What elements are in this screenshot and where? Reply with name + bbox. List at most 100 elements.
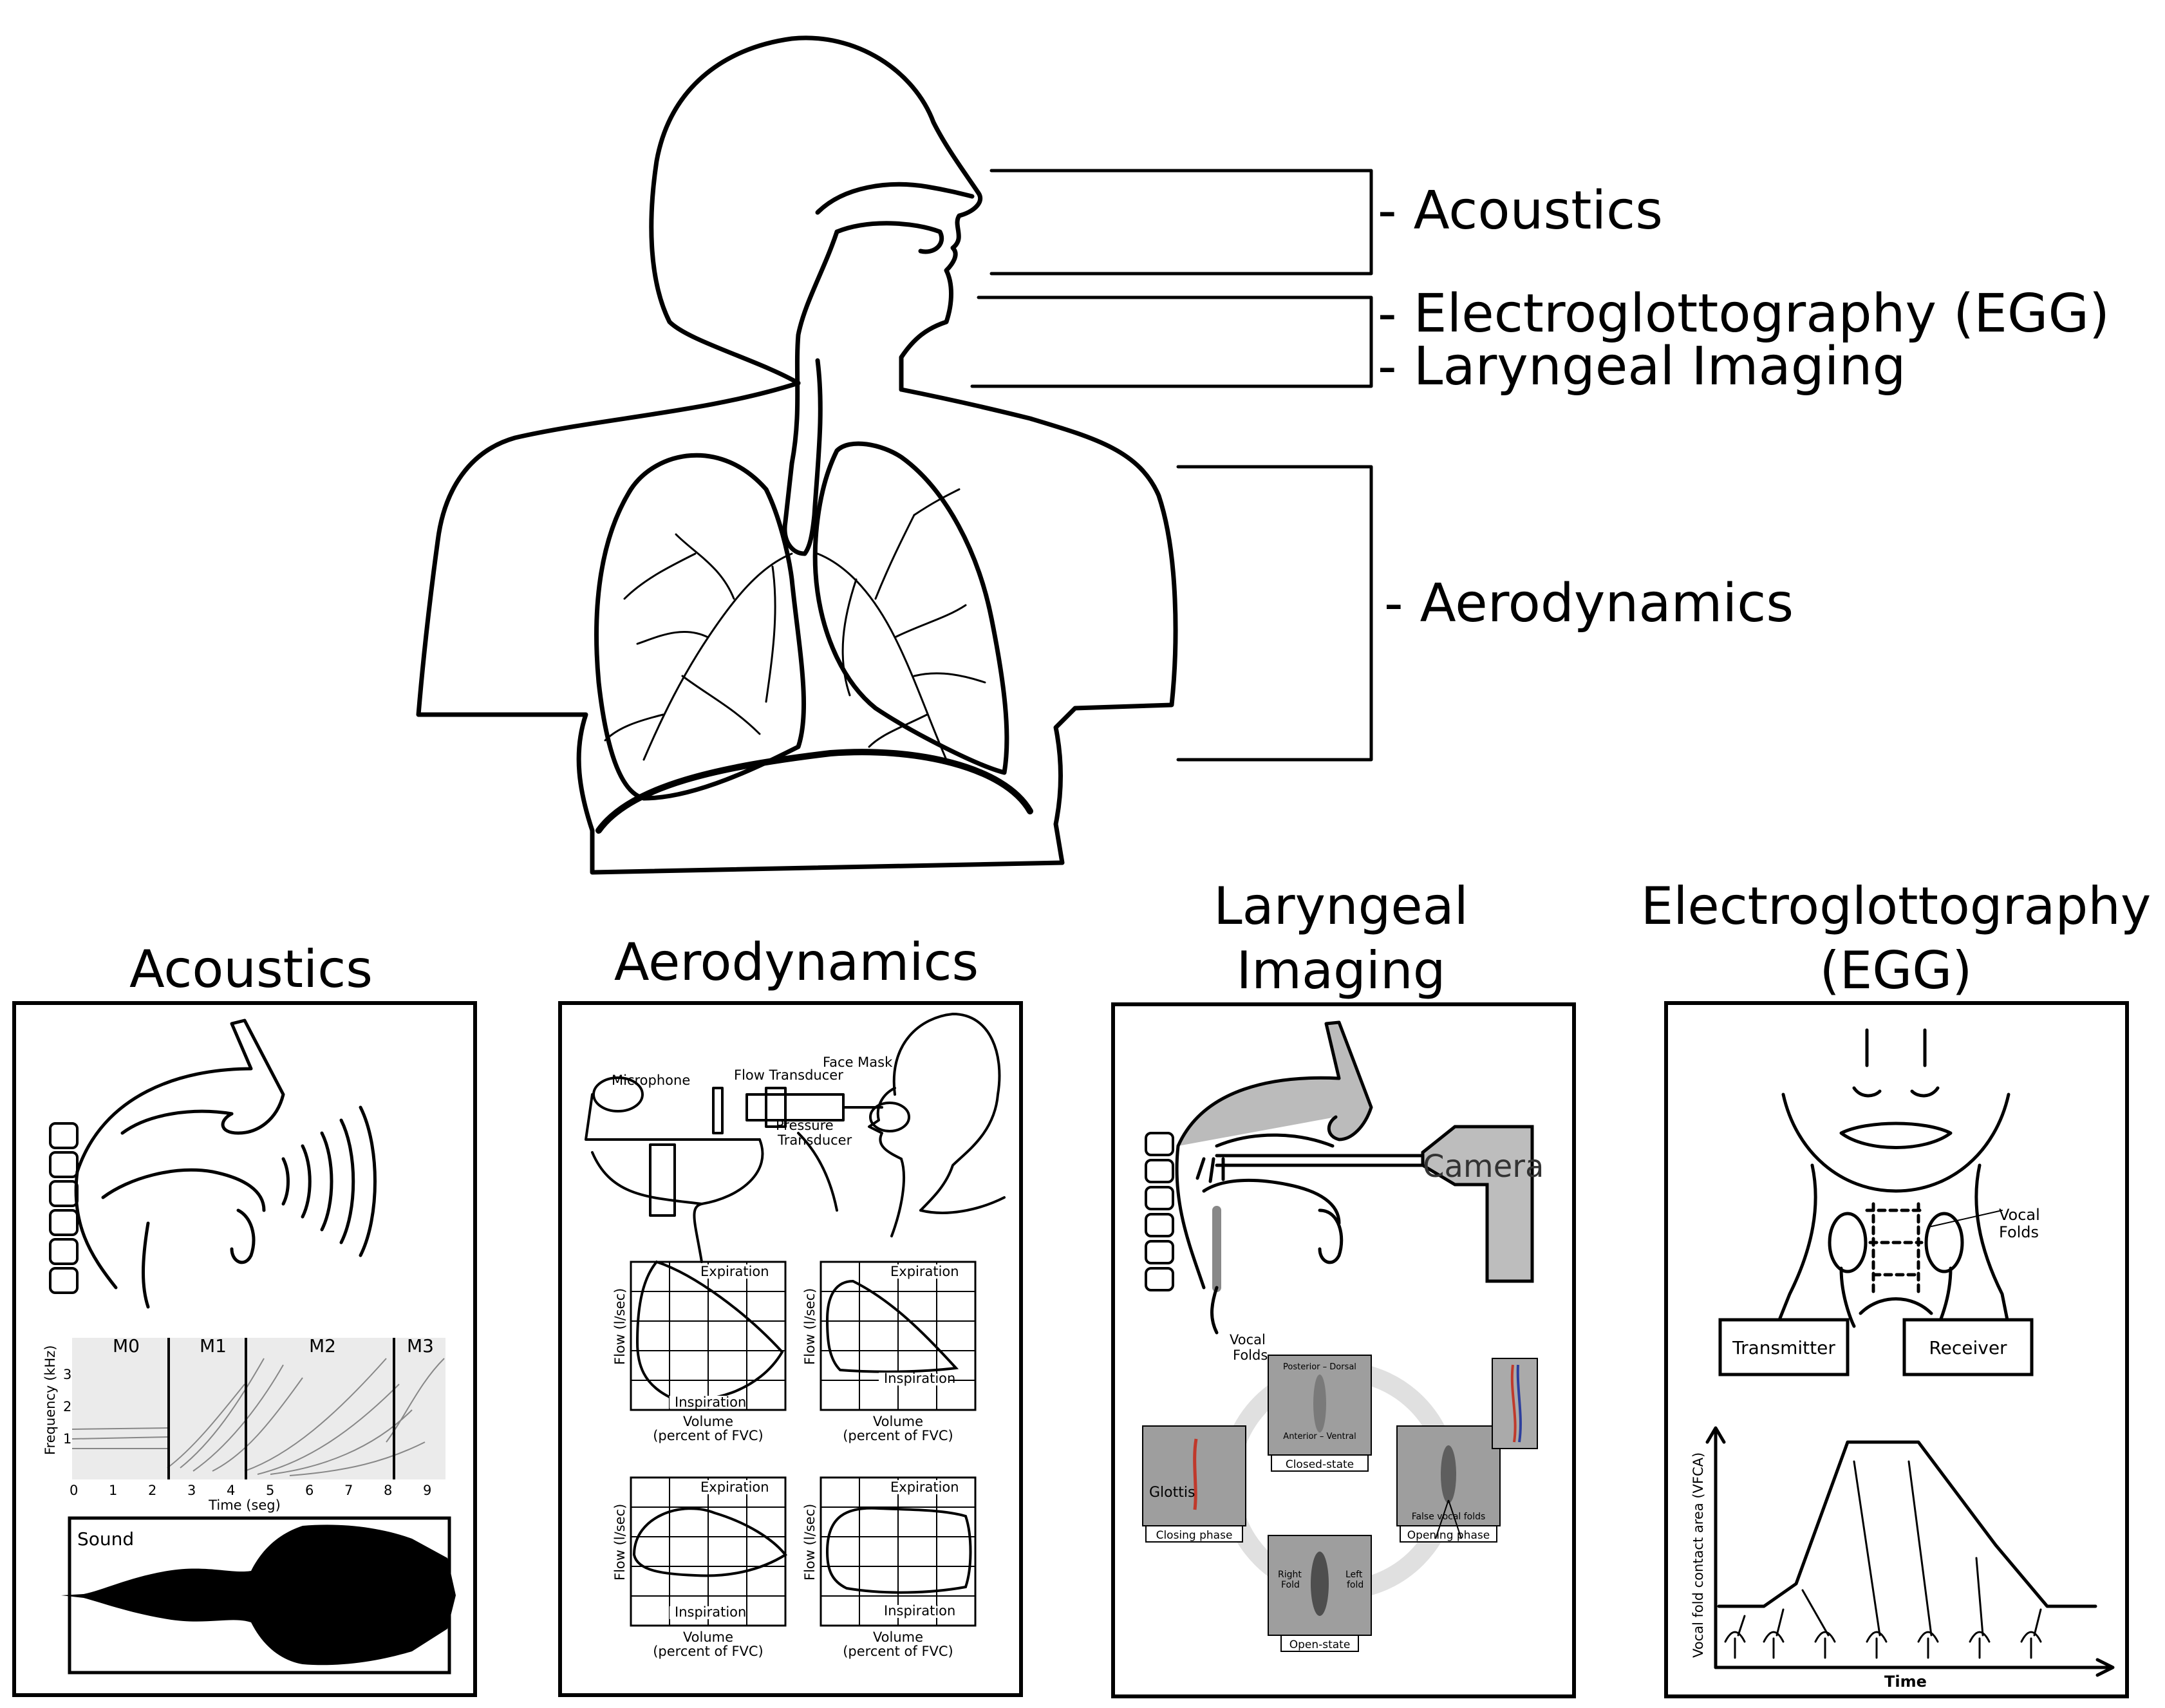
egg-vocal-label-2: Folds xyxy=(1999,1223,2039,1241)
vfca-plot xyxy=(1705,1426,2115,1677)
sound-label: Sound xyxy=(77,1528,134,1550)
right-fold-label-2: Fold xyxy=(1281,1580,1300,1590)
volume-axis-label: Volume xyxy=(683,1414,733,1429)
expiration-label: Expiration xyxy=(890,1479,959,1495)
vocal-tract-sketch xyxy=(74,1018,377,1309)
volume-axis-label: Volume xyxy=(683,1629,733,1645)
closing-phase-label: Closing phase xyxy=(1156,1529,1233,1542)
flow-transducer-label: Flow Transducer xyxy=(734,1067,843,1083)
label-aerodynamics: - Aerodynamics xyxy=(1384,573,1794,634)
label-laryngeal-imaging: - Laryngeal Imaging xyxy=(1378,336,1906,397)
panel-title-aerodynamics: Aerodynamics xyxy=(614,932,979,992)
segment-m2: M2 xyxy=(309,1335,336,1356)
panel-title-laryngeal-line2: Imaging xyxy=(1236,941,1445,1000)
anterior-label: Anterior – Ventral xyxy=(1283,1432,1356,1441)
time-axis-label: Time (seg) xyxy=(208,1497,281,1513)
time-tick: 5 xyxy=(266,1483,274,1498)
inspiration-label: Inspiration xyxy=(675,1394,746,1410)
glottis-label: Glottis xyxy=(1149,1485,1195,1501)
freq-tick-1: 1 xyxy=(63,1431,71,1447)
panel-title-egg-line2: (EGG) xyxy=(1820,941,1973,1000)
time-tick: 0 xyxy=(70,1483,78,1498)
transmitter-box xyxy=(1718,1318,1850,1376)
receiver-label: Receiver xyxy=(1929,1337,2007,1358)
inspiration-label: Inspiration xyxy=(675,1604,746,1620)
panel-laryngeal-imaging: Laryngeal Imaging Camera Vocal xyxy=(1111,876,1576,1698)
flow-volume-loop: Expiration Inspiration Flow (l/sec) Volu… xyxy=(612,1260,787,1443)
neck-sketch xyxy=(1775,1028,2010,1328)
volume-axis-unit: (percent of FVC) xyxy=(653,1428,764,1443)
spectrogram: M0 M1 M2 M3 3 2 1 Frequency (kHz) 0 1 2 … xyxy=(42,1335,445,1513)
receiver-box xyxy=(1902,1318,2034,1376)
time-axis-label: Time xyxy=(1884,1673,1927,1691)
left-fold-label-1: Left xyxy=(1345,1570,1363,1580)
right-fold-label-1: Right xyxy=(1278,1570,1302,1580)
freq-tick-2: 2 xyxy=(63,1399,71,1414)
vocal-folds-label-2: Folds xyxy=(1233,1347,1268,1363)
panel-title-egg-line1: Electroglottography xyxy=(1641,876,2151,936)
time-tick: 6 xyxy=(305,1483,314,1498)
sound-waveform: Sound xyxy=(61,1516,456,1675)
anatomy-brackets xyxy=(970,169,1373,762)
volume-axis-label: Volume xyxy=(873,1414,923,1429)
inspiration-label: Inspiration xyxy=(884,1371,955,1386)
flow-axis-label: Flow (l/sec) xyxy=(802,1504,818,1581)
flow-volume-loop: Expiration Inspiration Flow (l/sec) Volu… xyxy=(612,1476,787,1659)
closed-state-label: Closed-state xyxy=(1286,1458,1354,1471)
panel-title-acoustics: Acoustics xyxy=(129,939,373,999)
volume-axis-unit: (percent of FVC) xyxy=(653,1644,764,1659)
panel-aerodynamics: Aerodynamics Microphone Flow Transducer … xyxy=(558,932,1023,1697)
freq-tick-3: 3 xyxy=(63,1367,71,1382)
panel-title-laryngeal-line1: Laryngeal xyxy=(1214,876,1468,936)
opening-phase-label: Opening phase xyxy=(1407,1529,1490,1542)
egg-vocal-label-1: Vocal xyxy=(1999,1206,2040,1224)
aero-equipment xyxy=(585,1013,1006,1263)
false-folds-label: False vocal folds xyxy=(1412,1512,1486,1522)
microphone-label: Microphone xyxy=(612,1073,690,1088)
camera-label: Camera xyxy=(1423,1149,1544,1185)
transducer-label: Transducer xyxy=(777,1132,852,1148)
time-tick: 2 xyxy=(148,1483,156,1498)
pressure-label: Pressure xyxy=(776,1118,834,1133)
vertebrae xyxy=(49,1122,79,1294)
open-state-label: Open-state xyxy=(1289,1638,1351,1651)
segment-m0: M0 xyxy=(113,1335,140,1356)
posterior-label: Posterior – Dorsal xyxy=(1283,1362,1356,1372)
flow-volume-loop: Expiration Inspiration Flow (l/sec) Volu… xyxy=(802,1261,977,1443)
volume-axis-unit: (percent of FVC) xyxy=(843,1644,953,1659)
glottal-cycle xyxy=(1142,1355,1538,1652)
face-mask-label: Face Mask xyxy=(823,1055,893,1070)
left-fold-label-2: fold xyxy=(1347,1580,1364,1590)
time-tick: 4 xyxy=(227,1483,235,1498)
panel-egg: Electroglottography (EGG) Vocal Folds Tr… xyxy=(1641,876,2151,1698)
flow-volume-loop: Expiration Inspiration Flow (l/sec) Volu… xyxy=(802,1476,977,1659)
vfca-axis-label: Vocal fold contact area (VFCA) xyxy=(1691,1452,1706,1658)
inspiration-label: Inspiration xyxy=(884,1603,955,1619)
time-tick: 7 xyxy=(344,1483,353,1498)
flow-axis-label: Flow (l/sec) xyxy=(802,1288,818,1365)
time-ticks: 0 1 2 3 4 5 6 7 8 9 xyxy=(70,1483,431,1498)
anatomy-illustration xyxy=(416,35,1178,875)
flow-axis-label: Flow (l/sec) xyxy=(612,1504,628,1581)
label-egg: - Electroglottography (EGG) xyxy=(1378,283,2110,344)
vocal-folds-label-1: Vocal xyxy=(1230,1332,1266,1347)
laryngoscope-sketch xyxy=(1175,1020,1425,1335)
volume-axis-label: Volume xyxy=(873,1629,923,1645)
expiration-label: Expiration xyxy=(700,1479,769,1495)
label-acoustics: - Acoustics xyxy=(1378,180,1663,241)
time-tick: 1 xyxy=(109,1483,117,1498)
time-tick: 9 xyxy=(423,1483,431,1498)
volume-axis-unit: (percent of FVC) xyxy=(843,1428,953,1443)
vertebrae xyxy=(1145,1132,1174,1291)
transmitter-label: Transmitter xyxy=(1732,1337,1835,1358)
flow-axis-label: Flow (l/sec) xyxy=(612,1288,628,1365)
segment-m1: M1 xyxy=(200,1335,227,1356)
camera-icon xyxy=(1421,1125,1534,1283)
expiration-label: Expiration xyxy=(890,1264,959,1279)
time-tick: 8 xyxy=(384,1483,392,1498)
panel-acoustics: Acoustics xyxy=(12,939,477,1697)
time-tick: 3 xyxy=(187,1483,196,1498)
expiration-label: Expiration xyxy=(700,1264,769,1279)
freq-axis-label: Frequency (kHz) xyxy=(42,1345,58,1455)
